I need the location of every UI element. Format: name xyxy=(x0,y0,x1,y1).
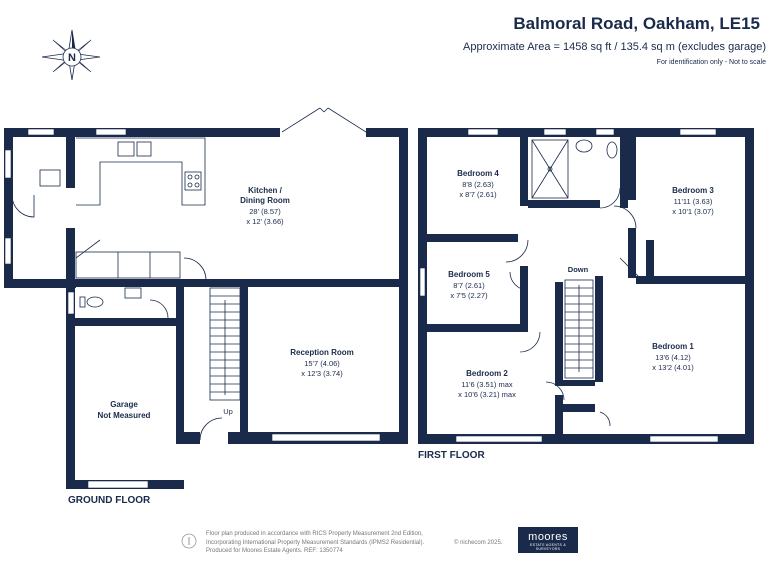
first-floor-label: FIRST FLOOR xyxy=(418,450,485,461)
disclaimer: For identification only - Not to scale xyxy=(656,59,766,66)
stairs-down-label: Down xyxy=(568,265,589,274)
wc-fittings xyxy=(79,287,142,308)
bedroom4-name: Bedroom 4 xyxy=(457,169,499,178)
bedroom5-name: Bedroom 5 xyxy=(448,270,490,279)
logo-text: moores xyxy=(528,531,568,543)
rics-icon xyxy=(181,533,197,549)
kitchen-dim-1: 28' (8.57) xyxy=(249,207,281,216)
bedroom5-dim-2: x 7'5 (2.27) xyxy=(450,291,488,300)
first-floor-doors xyxy=(505,187,641,427)
stairs-up-label: Up xyxy=(223,407,233,416)
footer-line-3: Produced for Moores Estate Agents. REF: … xyxy=(206,548,343,554)
bedroom3-dim-2: x 10'1 (3.07) xyxy=(672,207,714,216)
first-floor-stairs xyxy=(564,279,594,379)
kitchen-units xyxy=(75,137,206,279)
bedroom3-dim-1: 11'11 (3.63) xyxy=(674,197,713,206)
bedroom2-name: Bedroom 2 xyxy=(466,369,508,378)
ground-floor-label: GROUND FLOOR xyxy=(68,495,151,506)
approximate-area: Approximate Area = 1458 sq ft / 135.4 sq… xyxy=(463,41,766,53)
property-title: Balmoral Road, Oakham, LE15 xyxy=(513,14,760,33)
bedroom1-dim-1: 13'6 (4.12) xyxy=(655,353,691,362)
reception-dim-1: 15'7 (4.06) xyxy=(304,359,340,368)
kitchen-name-2: Dining Room xyxy=(240,196,290,205)
ground-stairs xyxy=(209,287,241,401)
bedroom4-dim-1: 8'8 (2.63) xyxy=(462,180,494,189)
compass-letter: N xyxy=(68,52,76,64)
footer-line-1: Floor plan produced in accordance with R… xyxy=(206,531,423,537)
bedroom4-dim-2: x 8'7 (2.61) xyxy=(459,190,497,199)
logo-subtext: ESTATE AGENTS & SURVEYORS xyxy=(529,543,567,551)
garage-name-1: Garage xyxy=(110,400,138,409)
footer-line-2: Incorporating International Property Mea… xyxy=(206,539,425,546)
bedroom1-name: Bedroom 1 xyxy=(652,342,694,351)
credit: © nichecom 2025. xyxy=(454,540,503,546)
bedroom2-dim-2: x 10'6 (3.21) max xyxy=(458,390,516,399)
patio-doors xyxy=(281,107,367,133)
bedroom5-dim-1: 8'7 (2.61) xyxy=(453,281,485,290)
compass-icon: N xyxy=(41,29,101,81)
reception-name: Reception Room xyxy=(290,348,354,357)
bedroom3-name: Bedroom 3 xyxy=(672,186,714,195)
moores-logo: moores ESTATE AGENTS & SURVEYORS xyxy=(518,527,578,553)
bedroom2-dim-1: 11'6 (3.51) max xyxy=(461,380,513,389)
ground-floor-doors xyxy=(11,169,364,441)
kitchen-name-1: Kitchen / xyxy=(248,186,283,195)
kitchen-dim-2: x 12' (3.66) xyxy=(246,217,284,226)
first-floor-windows xyxy=(419,128,719,443)
ground-floor-windows xyxy=(4,128,381,489)
reception-dim-2: x 12'3 (3.74) xyxy=(301,369,343,378)
bathroom-fittings xyxy=(531,139,618,199)
garage-name-2: Not Measured xyxy=(98,411,151,420)
footer-notes: Floor plan produced in accordance with R… xyxy=(206,530,466,556)
bedroom1-dim-2: x 13'2 (4.01) xyxy=(652,363,694,372)
